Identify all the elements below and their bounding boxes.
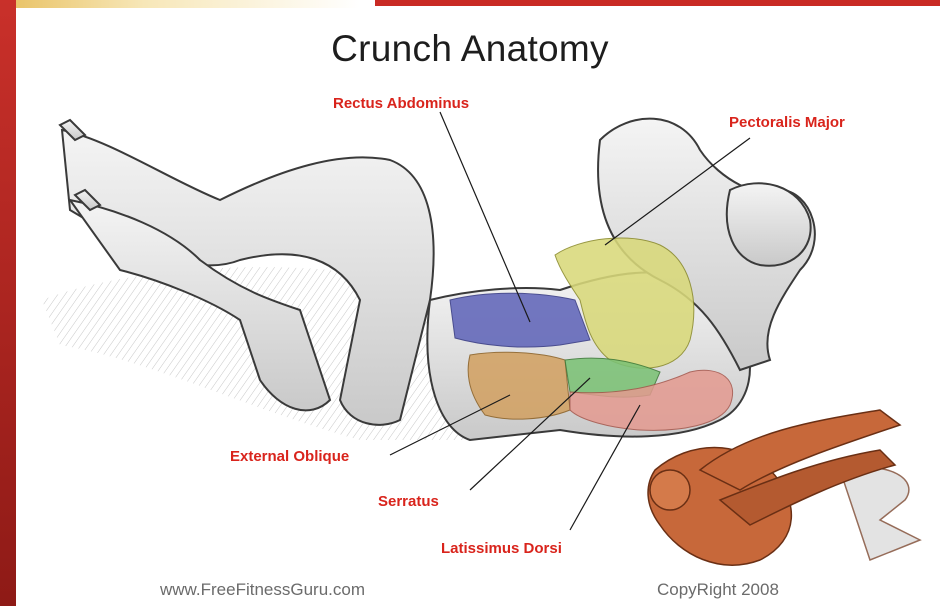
label-rectus-abdominus: Rectus Abdominus bbox=[333, 95, 469, 112]
website-credit: www.FreeFitnessGuru.com bbox=[160, 580, 365, 600]
label-external-oblique: External Oblique bbox=[230, 448, 349, 465]
label-pectoralis-major: Pectoralis Major bbox=[729, 114, 845, 131]
external-oblique-muscle bbox=[468, 352, 570, 419]
label-serratus: Serratus bbox=[378, 493, 439, 510]
rectus-abdominus-muscle bbox=[450, 293, 590, 347]
inset-figure bbox=[648, 410, 920, 565]
copyright-notice: CopyRight 2008 bbox=[657, 580, 779, 600]
label-latissimus-dorsi: Latissimus Dorsi bbox=[441, 540, 562, 557]
